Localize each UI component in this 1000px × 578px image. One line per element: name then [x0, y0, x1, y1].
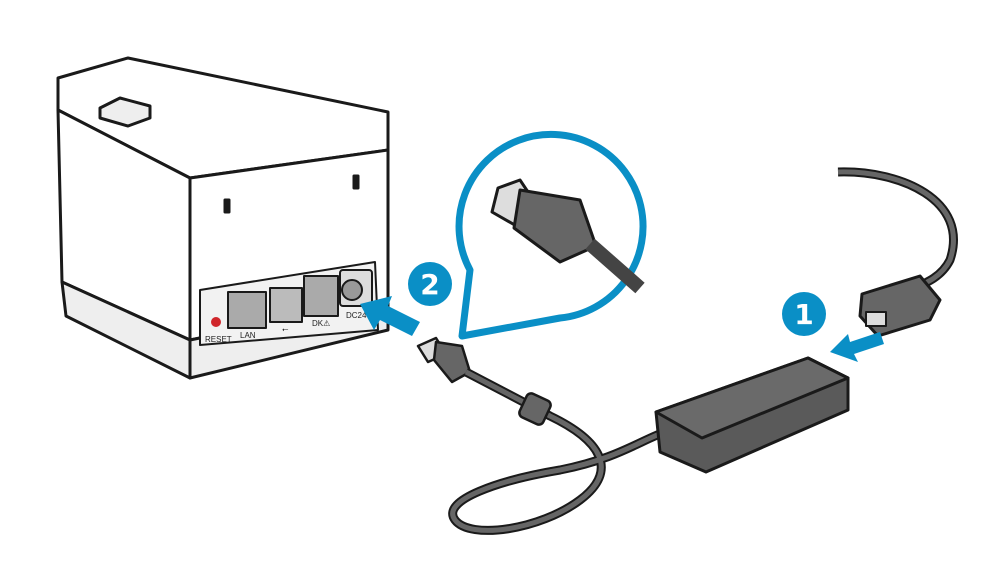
arrow-left-icon — [830, 332, 884, 362]
reset-label: RESET — [205, 335, 232, 344]
dc-plug-cable — [416, 336, 672, 535]
reset-led[interactable] — [211, 317, 221, 327]
step-2-badge: 2 — [408, 262, 452, 306]
magnified-connector-callout — [455, 130, 647, 340]
dc24-label: DC24 — [346, 311, 367, 320]
printer — [56, 56, 390, 380]
dk-label: DK⚠ — [312, 319, 330, 328]
svg-text:1: 1 — [794, 298, 813, 331]
svg-text:2: 2 — [420, 268, 439, 301]
lan-label: LAN — [240, 331, 256, 340]
arrow-left-icon — [360, 296, 420, 336]
ac-power-cord — [837, 167, 958, 338]
step-1-badge: 1 — [782, 292, 826, 336]
lan-port[interactable] — [227, 291, 267, 329]
ac-adapter — [654, 356, 850, 474]
dk-port[interactable] — [303, 275, 339, 317]
usb-port[interactable] — [269, 287, 303, 323]
usb-label: ⭠ — [282, 325, 289, 334]
